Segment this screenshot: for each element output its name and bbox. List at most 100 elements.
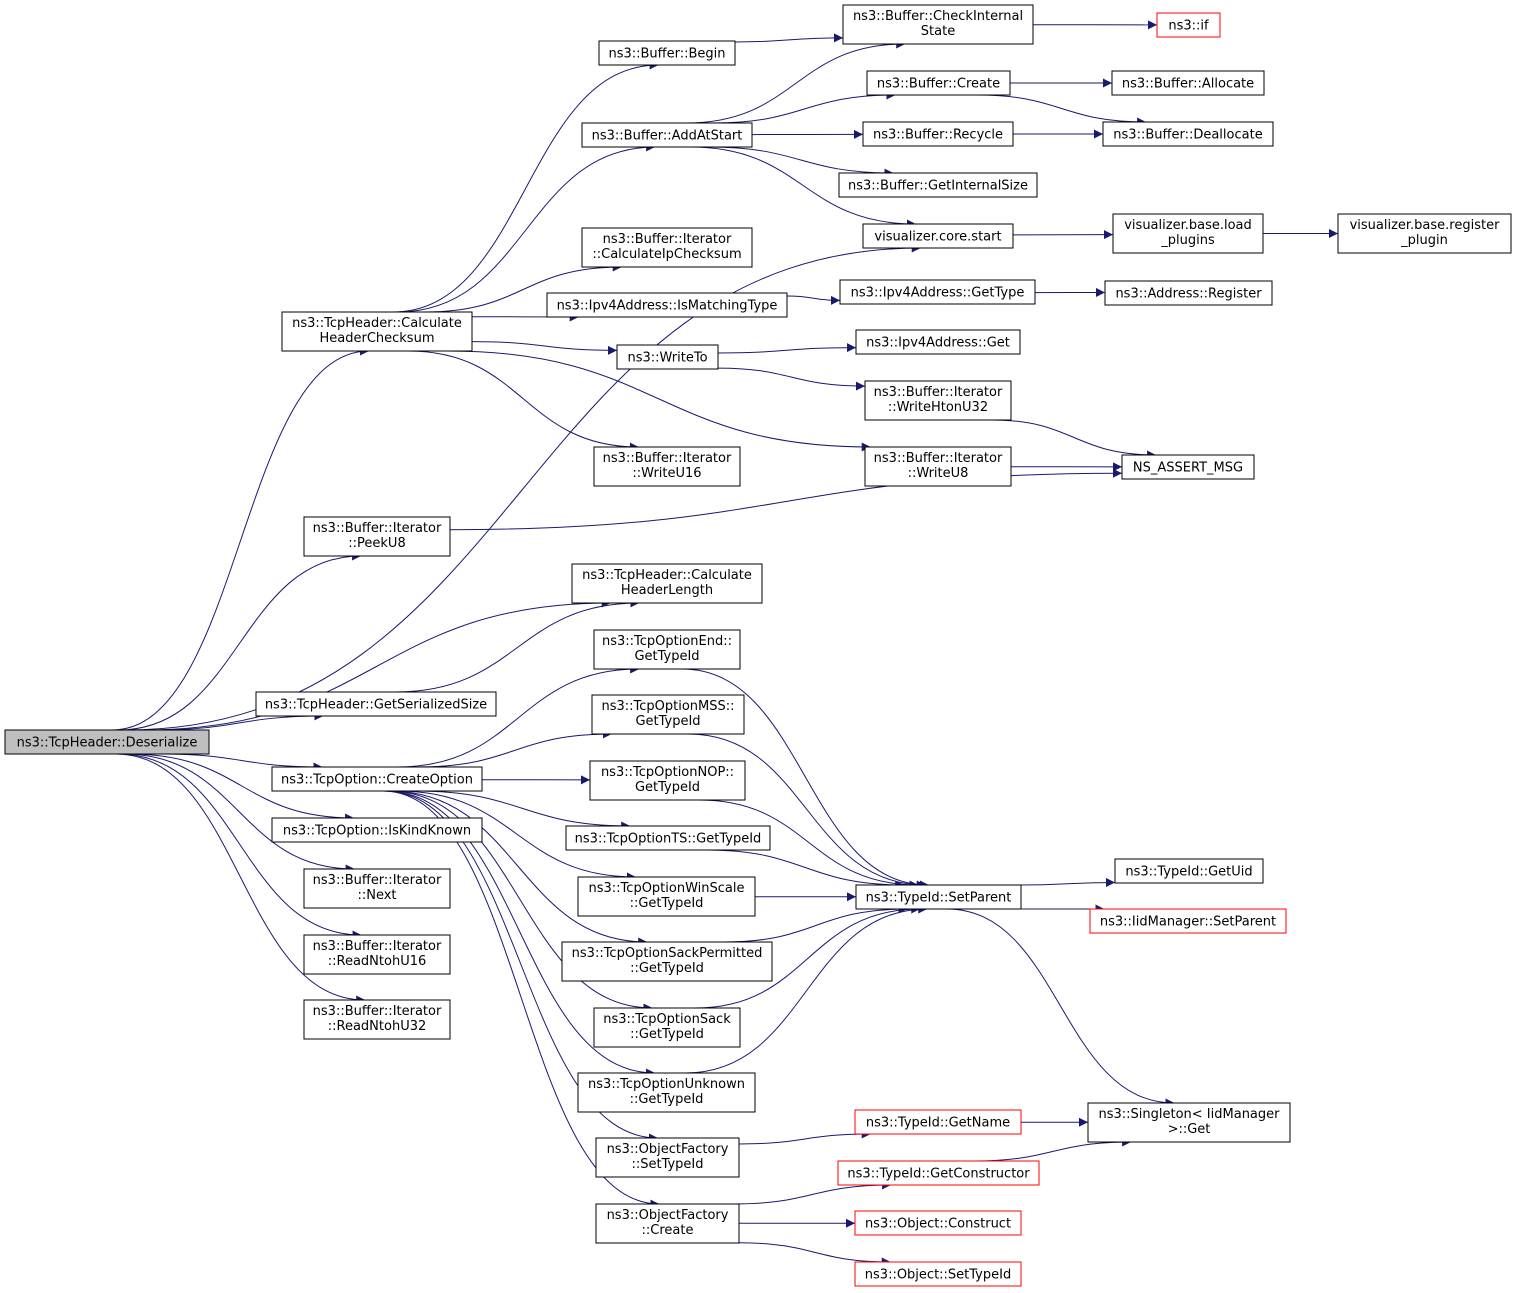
- node-box[interactable]: [577, 1072, 756, 1113]
- function-node-whtonu32[interactable]: ns3::Buffer::Iterator::WriteHtonU32: [864, 380, 1012, 421]
- node-box[interactable]: [1104, 280, 1273, 306]
- node-box[interactable]: [589, 760, 746, 801]
- node-box[interactable]: [866, 70, 1011, 96]
- node-box[interactable]: [837, 1160, 1040, 1186]
- function-node-allocate[interactable]: ns3::Buffer::Allocate: [1111, 70, 1265, 96]
- node-box[interactable]: [571, 563, 763, 604]
- function-node-objconstruct[interactable]: ns3::Object::Construct: [854, 1210, 1022, 1236]
- node-box[interactable]: [842, 4, 1034, 45]
- function-node-next[interactable]: ns3::Buffer::Iterator::Next: [303, 868, 451, 909]
- node-box[interactable]: [838, 172, 1038, 198]
- node-box[interactable]: [1111, 70, 1265, 96]
- node-box[interactable]: [303, 999, 451, 1040]
- function-node-objsettype[interactable]: ns3::Object::SetTypeId: [854, 1261, 1022, 1287]
- function-node-peeku8[interactable]: ns3::Buffer::Iterator::PeekU8: [303, 516, 451, 557]
- function-node-optnop[interactable]: ns3::TcpOptionNOP::GetTypeId: [589, 760, 746, 801]
- node-box[interactable]: [303, 868, 451, 909]
- node-box[interactable]: [577, 876, 756, 917]
- node-box[interactable]: [1121, 454, 1255, 480]
- node-box[interactable]: [862, 223, 1014, 249]
- function-node-gettype[interactable]: ns3::Ipv4Address::GetType: [839, 279, 1036, 305]
- node-box[interactable]: [593, 629, 741, 670]
- function-node-register[interactable]: ns3::Address::Register: [1104, 280, 1273, 306]
- function-node-ofcreate[interactable]: ns3::ObjectFactory::Create: [595, 1203, 740, 1244]
- function-node-begin[interactable]: ns3::Buffer::Begin: [598, 40, 736, 66]
- node-box[interactable]: [855, 329, 1021, 355]
- node-box[interactable]: [854, 1109, 1022, 1135]
- node-box[interactable]: [581, 122, 753, 148]
- node-box[interactable]: [616, 344, 719, 370]
- function-node-regplug[interactable]: visualizer.base.register_plugin: [1337, 213, 1512, 254]
- node-box[interactable]: [281, 311, 473, 352]
- function-node-sersize[interactable]: ns3::TcpHeader::GetSerializedSize: [255, 691, 497, 717]
- node-box[interactable]: [581, 227, 753, 268]
- function-node-optsackp[interactable]: ns3::TcpOptionSackPermitted::GetTypeId: [561, 941, 773, 982]
- function-node-rn16[interactable]: ns3::Buffer::Iterator::ReadNtohU16: [303, 934, 451, 975]
- node-box[interactable]: [271, 766, 483, 792]
- function-node-createopt[interactable]: ns3::TcpOption::CreateOption: [271, 766, 483, 792]
- function-node-setparent[interactable]: ns3::TypeId::SetParent: [855, 884, 1022, 910]
- function-node-bcreate[interactable]: ns3::Buffer::Create: [866, 70, 1011, 96]
- node-box[interactable]: [4, 729, 210, 755]
- node-box[interactable]: [862, 121, 1014, 147]
- function-node-getuid[interactable]: ns3::TypeId::GetUid: [1114, 858, 1264, 884]
- function-node-assert[interactable]: NS_ASSERT_MSG: [1121, 454, 1255, 480]
- function-node-rn32[interactable]: ns3::Buffer::Iterator::ReadNtohU32: [303, 999, 451, 1040]
- function-node-optwin[interactable]: ns3::TcpOptionWinScale::GetTypeId: [577, 876, 756, 917]
- node-box[interactable]: [1112, 213, 1264, 254]
- function-node-wu8[interactable]: ns3::Buffer::Iterator::WriteU8: [864, 446, 1012, 487]
- function-node-loadplug[interactable]: visualizer.base.load_plugins: [1112, 213, 1264, 254]
- node-box[interactable]: [593, 446, 741, 487]
- node-box[interactable]: [255, 691, 497, 717]
- node-box[interactable]: [593, 1007, 741, 1048]
- node-box[interactable]: [855, 884, 1022, 910]
- function-node-ismatch[interactable]: ns3::Ipv4Address::IsMatchingType: [546, 292, 788, 318]
- node-box[interactable]: [1114, 858, 1264, 884]
- function-node-optend[interactable]: ns3::TcpOptionEnd::GetTypeId: [593, 629, 741, 670]
- node-box[interactable]: [854, 1210, 1022, 1236]
- function-node-optmss[interactable]: ns3::TcpOptionMSS::GetTypeId: [591, 694, 745, 735]
- node-box[interactable]: [864, 446, 1012, 487]
- function-node-wu16[interactable]: ns3::Buffer::Iterator::WriteU16: [593, 446, 741, 487]
- node-box[interactable]: [303, 516, 451, 557]
- node-box[interactable]: [864, 380, 1012, 421]
- function-node-recycle[interactable]: ns3::Buffer::Recycle: [862, 121, 1014, 147]
- node-box[interactable]: [595, 1137, 740, 1178]
- node-box[interactable]: [839, 279, 1036, 305]
- node-box[interactable]: [595, 1203, 740, 1244]
- function-node-getname[interactable]: ns3::TypeId::GetName: [854, 1109, 1022, 1135]
- function-node-optsack[interactable]: ns3::TcpOptionSack::GetTypeId: [593, 1007, 741, 1048]
- node-box[interactable]: [271, 817, 483, 843]
- node-box[interactable]: [1089, 908, 1287, 934]
- function-node-getctor[interactable]: ns3::TypeId::GetConstructor: [837, 1160, 1040, 1186]
- function-node-vstart[interactable]: visualizer.core.start: [862, 223, 1014, 249]
- function-node-calcip[interactable]: ns3::Buffer::Iterator::CalculateIpChecks…: [581, 227, 753, 268]
- function-node-iidsetparent[interactable]: ns3::IidManager::SetParent: [1089, 908, 1287, 934]
- node-box[interactable]: [1102, 121, 1274, 147]
- function-node-ipget[interactable]: ns3::Ipv4Address::Get: [855, 329, 1021, 355]
- node-box[interactable]: [1156, 12, 1221, 38]
- node-box[interactable]: [546, 292, 788, 318]
- function-node-optts[interactable]: ns3::TcpOptionTS::GetTypeId: [565, 825, 771, 851]
- function-node-ofsettype[interactable]: ns3::ObjectFactory::SetTypeId: [595, 1137, 740, 1178]
- function-node-iskind[interactable]: ns3::TcpOption::IsKindKnown: [271, 817, 483, 843]
- node-box[interactable]: [598, 40, 736, 66]
- node-box[interactable]: [1087, 1102, 1291, 1143]
- function-node-deser[interactable]: ns3::TcpHeader::Deserialize: [4, 729, 210, 755]
- node-box[interactable]: [854, 1261, 1022, 1287]
- function-node-addatstart[interactable]: ns3::Buffer::AddAtStart: [581, 122, 753, 148]
- function-node-nsif[interactable]: ns3::if: [1156, 12, 1221, 38]
- function-node-getintsize[interactable]: ns3::Buffer::GetInternalSize: [838, 172, 1038, 198]
- function-node-singleton[interactable]: ns3::Singleton< IidManager>::Get: [1087, 1102, 1291, 1143]
- node-box[interactable]: [303, 934, 451, 975]
- function-node-writeto[interactable]: ns3::WriteTo: [616, 344, 719, 370]
- node-box[interactable]: [591, 694, 745, 735]
- node-box[interactable]: [1337, 213, 1512, 254]
- node-box[interactable]: [561, 941, 773, 982]
- function-node-optunk[interactable]: ns3::TcpOptionUnknown::GetTypeId: [577, 1072, 756, 1113]
- node-box[interactable]: [565, 825, 771, 851]
- function-node-dealloc[interactable]: ns3::Buffer::Deallocate: [1102, 121, 1274, 147]
